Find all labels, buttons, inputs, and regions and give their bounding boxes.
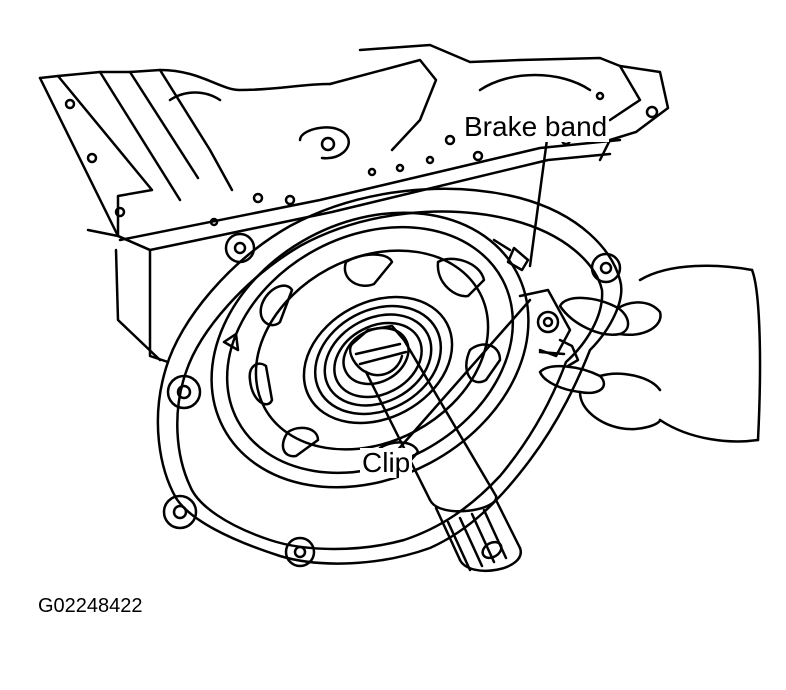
case-flange	[38, 43, 670, 364]
input-shaft	[349, 324, 522, 573]
housing-flange	[156, 187, 623, 568]
figure-id: G02248422	[38, 595, 143, 617]
brake-band-label: Brake band	[462, 111, 610, 142]
brake-band-leader	[492, 130, 550, 272]
clip-label: Clip	[360, 447, 413, 478]
hand-illustration	[538, 264, 762, 443]
